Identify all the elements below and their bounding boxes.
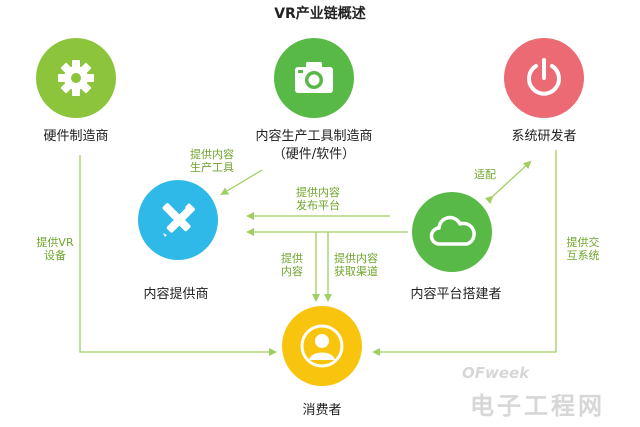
edge-label-line: 生产工具	[190, 161, 234, 174]
label-platform: 内容平台搭建者	[410, 287, 502, 302]
label-consumer: 消费者	[302, 403, 342, 418]
edge-label-tools-to-provider: 提供内容 生产工具	[190, 148, 234, 174]
edge-label-provider-to-consumer: 提供 内容	[281, 252, 303, 278]
node-content-tools	[274, 38, 354, 118]
label-content-tools-line2: （硬件/软件）	[272, 147, 356, 162]
watermark-brand: OFweek	[462, 364, 530, 382]
edge-label-line: 互系统	[566, 249, 600, 262]
label-system: 系统研发者	[511, 129, 577, 144]
edge-label-system-to-consumer: 提供交 互系统	[567, 236, 600, 262]
edge-hardware-to-consumer	[79, 155, 277, 356]
edge-label-hardware-to-consumer: 提供VR 设备	[36, 236, 73, 262]
edge-label-line: 提供	[281, 252, 303, 265]
watermark-site: 电子工程网	[470, 392, 605, 420]
edge-label-platform-to-provider: 提供内容 发布平台	[296, 186, 340, 212]
node-hardware	[36, 38, 116, 118]
cloud-icon	[429, 215, 476, 246]
edge-label-line: 提供交	[566, 236, 600, 249]
label-hardware: 硬件制造商	[43, 129, 109, 144]
edge-label-line: 发布平台	[296, 199, 340, 212]
camera-icon	[295, 62, 333, 93]
edge-label-line: 设备	[43, 249, 66, 262]
edge-label-line: 提供内容	[296, 186, 340, 199]
label-content-tools-line1: 内容生产工具制造商	[255, 129, 373, 144]
label-content-provider: 内容提供商	[143, 287, 209, 302]
edge-system-platform	[484, 160, 532, 205]
edge-label-line: 提供内容	[334, 252, 378, 265]
edge-label-line: 提供内容	[190, 148, 234, 161]
edge-system-to-consumer	[372, 150, 557, 356]
power-icon	[527, 58, 561, 96]
user-icon	[300, 324, 344, 368]
edge-label-system-platform: 适配	[474, 168, 496, 181]
edge-label-line: 提供VR	[36, 236, 74, 249]
edge-tools-to-provider	[220, 169, 263, 196]
diagram-title: VR产业链概述	[274, 6, 366, 22]
node-content-provider	[138, 180, 218, 260]
node-consumer	[282, 306, 362, 386]
edge-label-line: 适配	[474, 168, 496, 181]
pencil-brush-icon	[162, 203, 195, 237]
gear-icon	[58, 60, 94, 96]
edge-label-platform-to-consumer: 提供内容 获取渠道	[334, 252, 378, 278]
node-system	[504, 38, 584, 118]
edge-label-line: 内容	[281, 265, 303, 278]
edge-label-line: 获取渠道	[334, 265, 378, 278]
node-platform	[412, 192, 492, 272]
